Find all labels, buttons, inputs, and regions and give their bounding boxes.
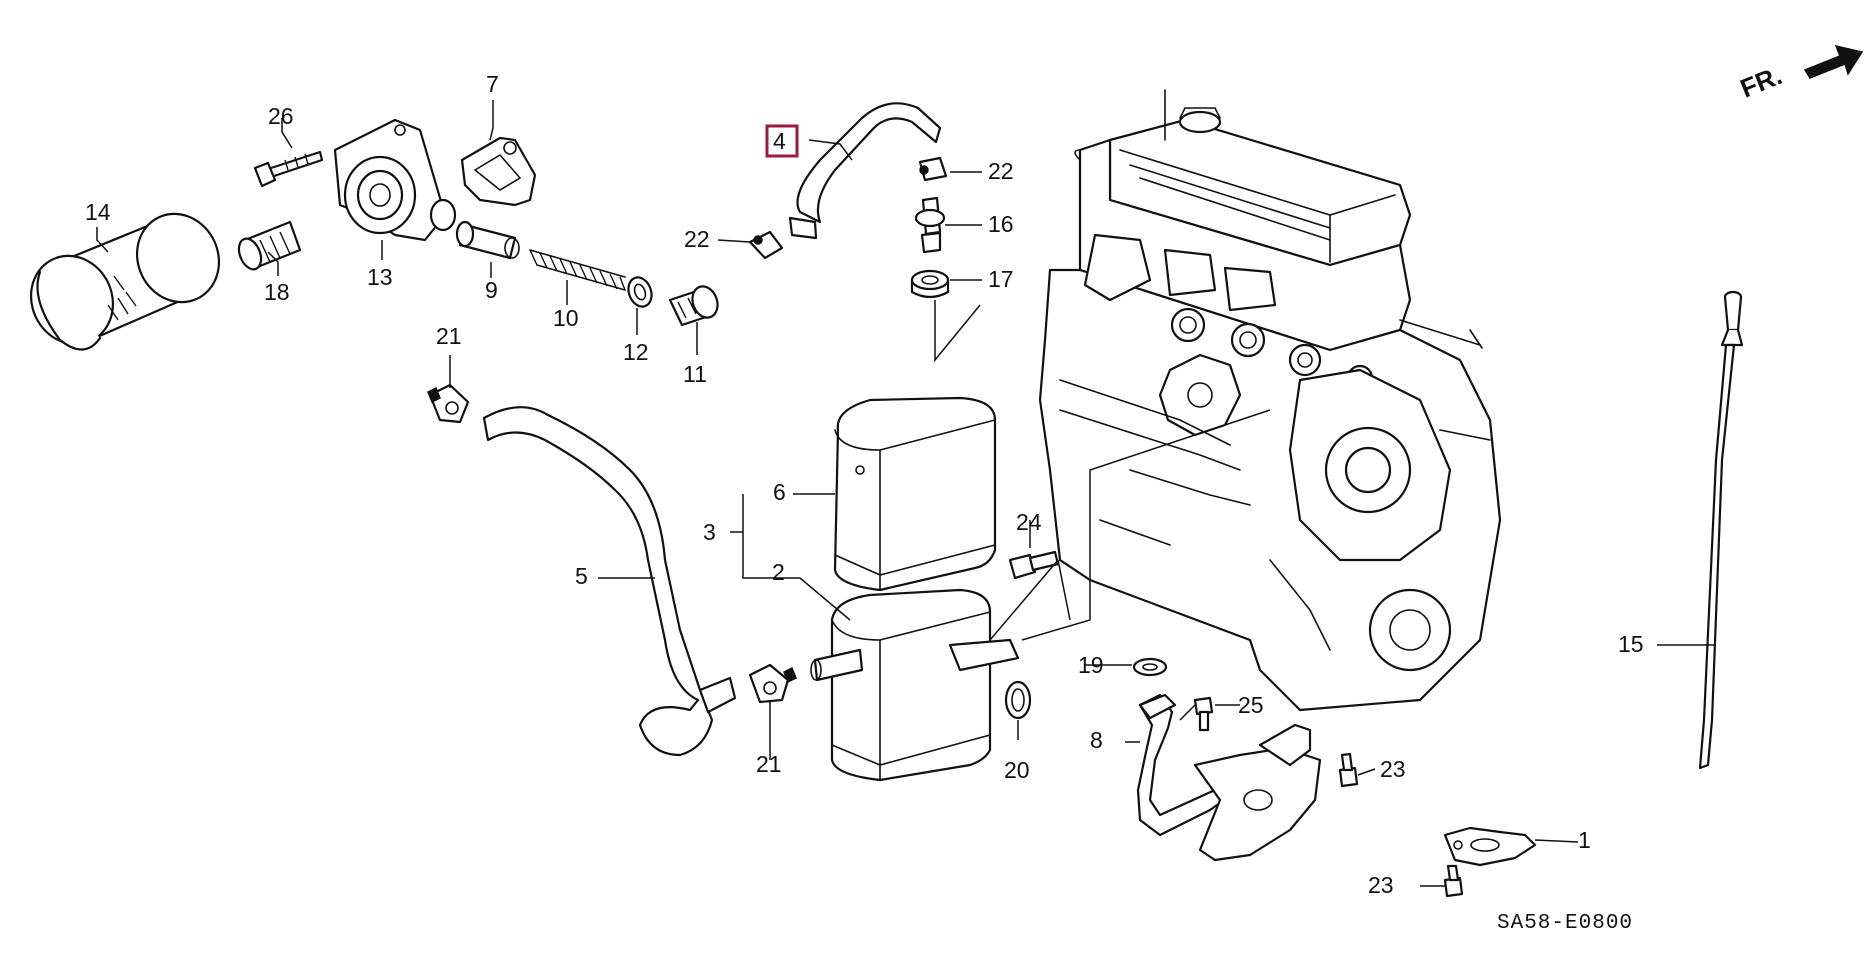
bolt-part-23-b	[1443, 864, 1464, 898]
highlight-box-part-4	[765, 124, 799, 158]
bracket-part-1	[1443, 826, 1537, 867]
callout-17[interactable]: 17	[988, 266, 1014, 292]
callout-5[interactable]: 5	[575, 563, 588, 589]
canister-part-2	[810, 588, 1020, 782]
leader-lines	[96, 100, 1716, 887]
callout-10[interactable]: 10	[553, 305, 579, 331]
hose-clamp-part-22-a	[748, 230, 784, 260]
clamp-part-21-a	[427, 383, 470, 424]
callout-labels: 1 2 3 4 5 6 7 8 9 10 11 12 13 14 15 16 1…	[85, 71, 1644, 898]
callout-16[interactable]: 16	[988, 211, 1014, 237]
callout-7[interactable]: 7	[486, 71, 499, 97]
bolt-part-24	[1008, 550, 1060, 580]
callout-11[interactable]: 11	[683, 361, 707, 387]
callout-24[interactable]: 24	[1016, 509, 1042, 535]
front-arrow-icon	[1803, 44, 1864, 79]
plug-bolt-part-11	[668, 285, 719, 327]
callout-2[interactable]: 2	[772, 559, 785, 585]
callout-13[interactable]: 13	[367, 264, 393, 290]
relief-valve-part-9	[455, 220, 520, 260]
callout-4[interactable]: 4	[773, 128, 786, 154]
callout-12[interactable]: 12	[623, 339, 649, 365]
callout-22-right[interactable]: 22	[988, 158, 1014, 184]
o-ring-part-20	[1004, 680, 1032, 720]
callout-26[interactable]: 26	[268, 103, 294, 129]
callout-18[interactable]: 18	[264, 279, 290, 305]
pcv-valve-part-16	[914, 196, 946, 254]
callout-23-right[interactable]: 23	[1380, 756, 1406, 782]
spring-part-10	[529, 249, 626, 291]
callout-23-bottom[interactable]: 23	[1368, 872, 1394, 898]
front-direction-indicator: FR.	[1736, 44, 1864, 104]
canister-cover-part-6	[833, 396, 997, 592]
clamp-part-21-b	[748, 663, 797, 704]
callout-3[interactable]: 3	[703, 519, 716, 545]
oil-strainer-part-8	[1136, 693, 1322, 862]
hose-clamp-part-22-b	[918, 156, 948, 182]
engine-block-illustration	[1038, 89, 1502, 712]
callout-14[interactable]: 14	[85, 199, 111, 225]
callout-15[interactable]: 15	[1618, 631, 1644, 657]
bolt-part-23-a	[1338, 752, 1359, 788]
callout-8[interactable]: 8	[1090, 727, 1103, 753]
callout-9[interactable]: 9	[485, 277, 498, 303]
callout-21-top[interactable]: 21	[436, 323, 462, 349]
gasket-part-7	[460, 136, 537, 207]
washer-part-12	[627, 276, 653, 308]
callout-25[interactable]: 25	[1238, 692, 1264, 718]
breather-hose-part-4	[788, 102, 942, 240]
diagram-code-label: SA58-E0800	[1497, 912, 1633, 935]
union-part-18	[237, 220, 302, 271]
washer-part-19	[1132, 657, 1168, 677]
drain-hose-part-5	[482, 406, 737, 757]
filter-housing-part-13	[333, 118, 457, 242]
bolt-part-26	[253, 150, 324, 188]
callout-1[interactable]: 1	[1578, 827, 1591, 853]
callout-6[interactable]: 6	[773, 479, 786, 505]
callout-20[interactable]: 20	[1004, 757, 1030, 783]
callout-19[interactable]: 19	[1078, 652, 1104, 678]
front-direction-label: FR.	[1736, 60, 1786, 104]
callout-22-left[interactable]: 22	[684, 226, 710, 252]
callout-21-bottom[interactable]: 21	[756, 751, 782, 777]
bolt-part-25	[1193, 696, 1214, 732]
grommet-part-17	[910, 269, 950, 299]
dipstick-part-15	[1698, 290, 1744, 770]
oil-filter-part-14	[29, 212, 221, 351]
